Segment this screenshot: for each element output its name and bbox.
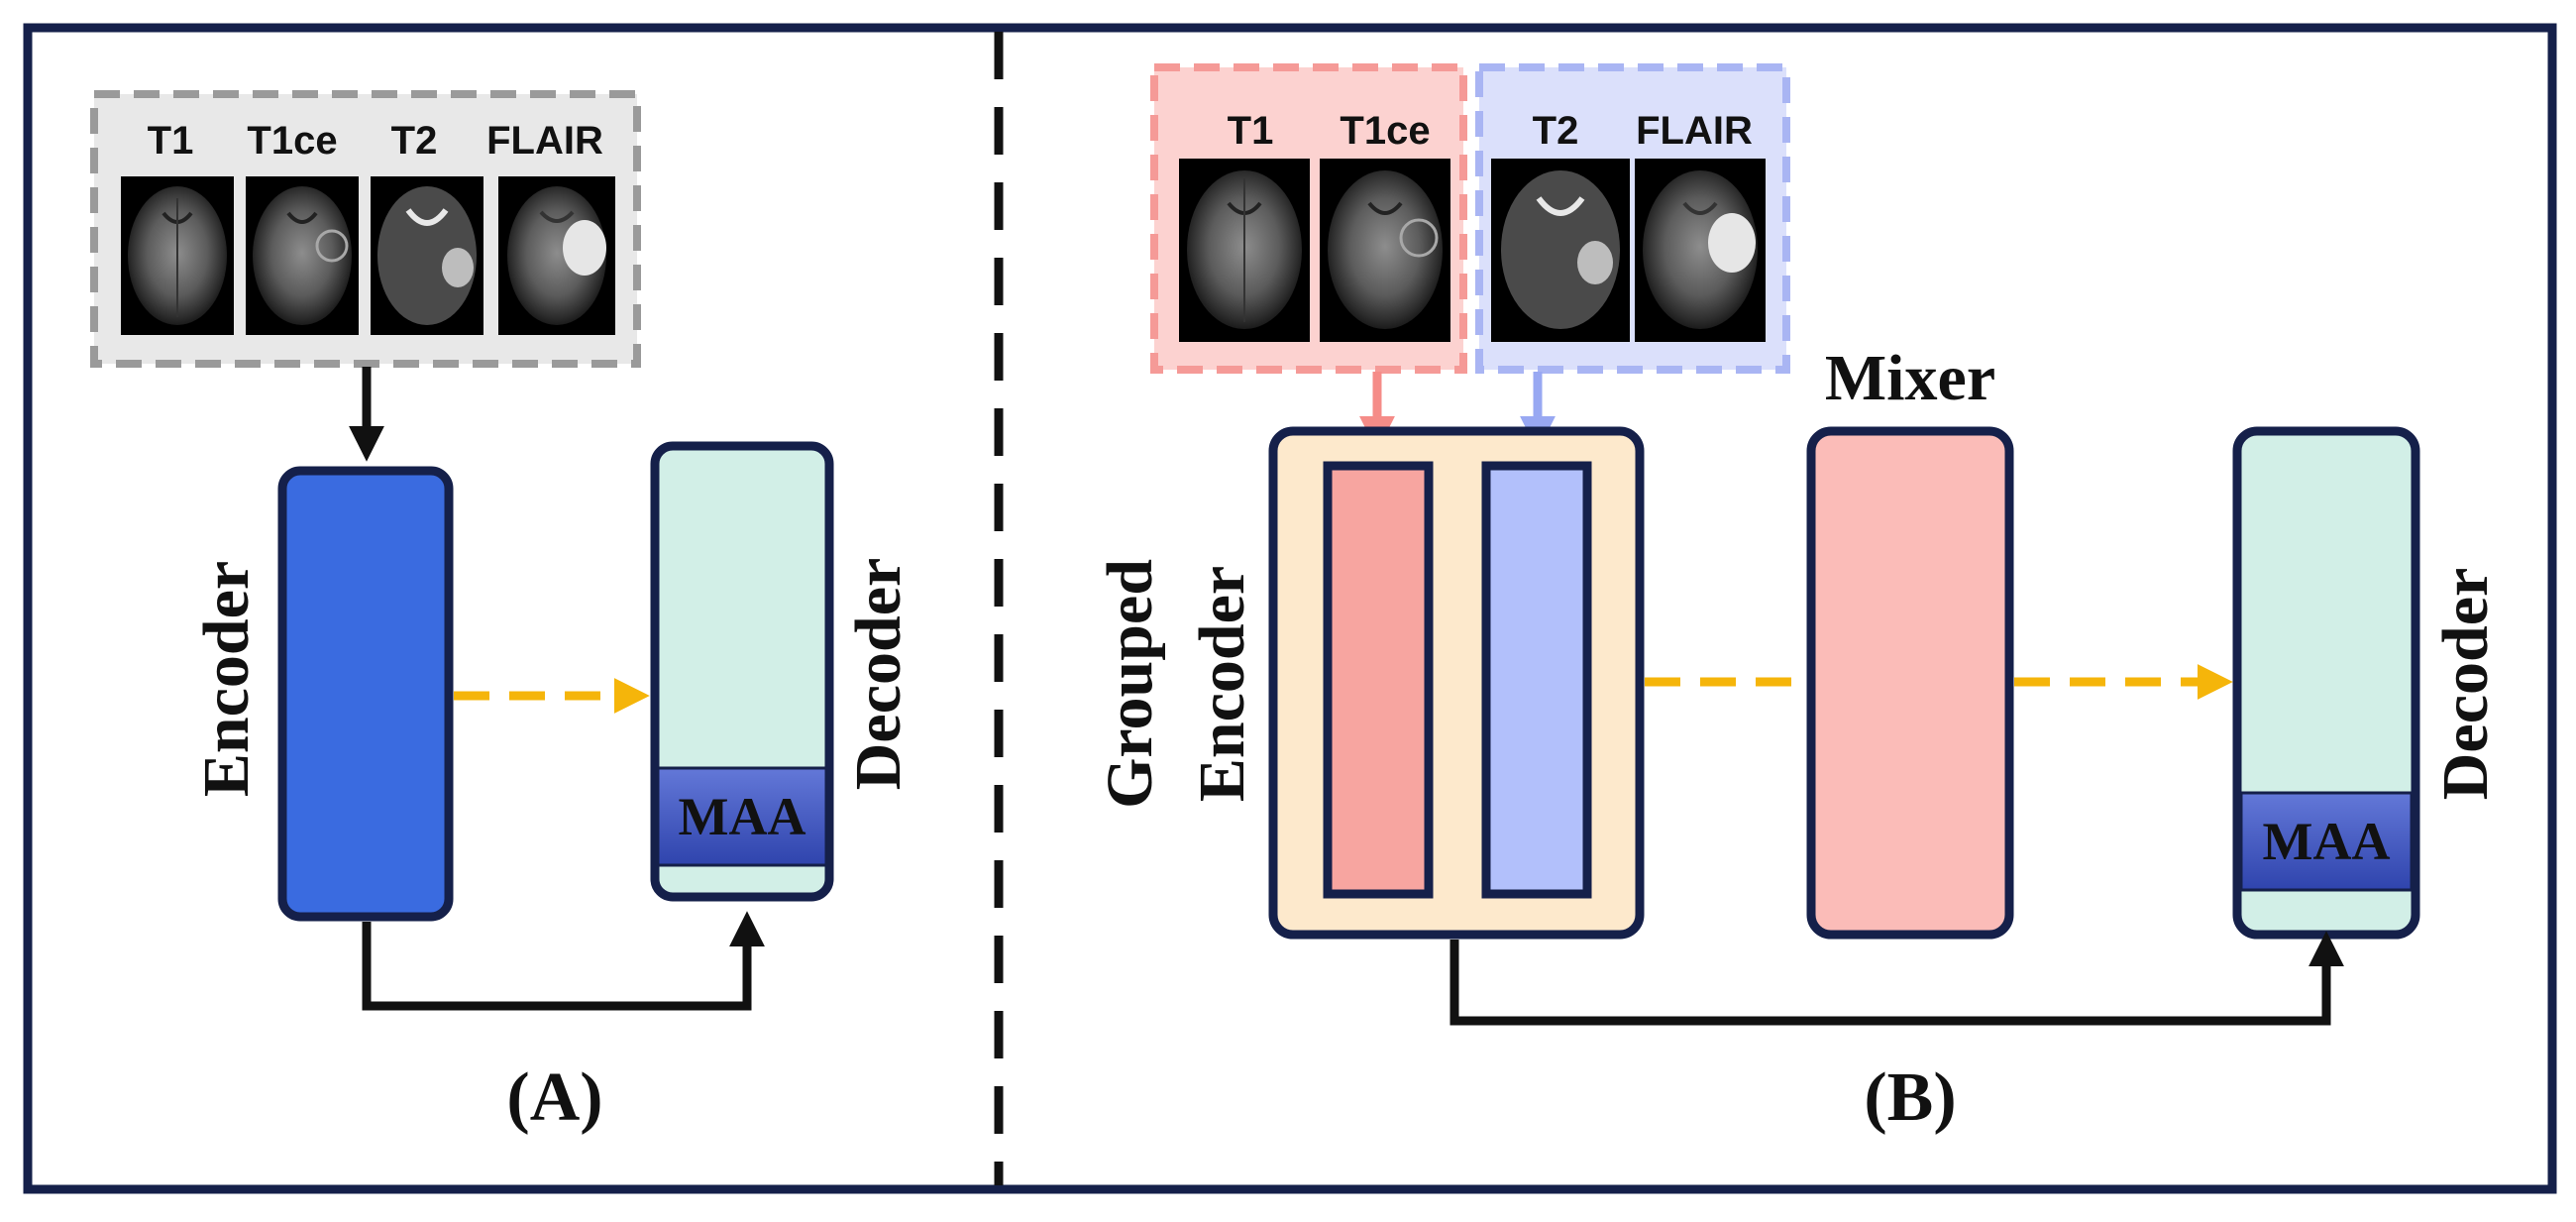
mri-image-t1	[121, 176, 234, 335]
skip-connection-a	[362, 911, 765, 1011]
skip-connection-b	[1449, 931, 2344, 1026]
encoder-block-a	[277, 466, 454, 922]
decoder-label-a: Decoder	[842, 558, 914, 791]
mri-image-t2	[371, 176, 483, 335]
modality-label-b-flair: FLAIR	[1636, 109, 1753, 153]
grouped-encoder-label-line1: Grouped	[1094, 559, 1166, 809]
modality-label-t1: T1	[148, 119, 194, 163]
mri-image-t1ce	[246, 176, 359, 335]
modality-label-t2: T2	[391, 119, 438, 163]
modality-label-t1ce: T1ce	[247, 119, 337, 163]
mixer-block	[1806, 426, 2014, 940]
mri-image-b-t1ce	[1320, 159, 1450, 342]
maa-module-a	[656, 766, 828, 867]
panel-a: T1 T1ce T2 FLAIR	[90, 90, 914, 1136]
maa-module-b	[2239, 791, 2414, 892]
maa-label-b: MAA	[2263, 812, 2391, 871]
grouped-encoder-label-line2: Encoder	[1186, 566, 1258, 802]
modality-label-flair: FLAIR	[486, 119, 603, 163]
mixer-label: Mixer	[1825, 342, 1995, 414]
modality-label-b-t2: T2	[1533, 109, 1579, 153]
panel-caption-b: (B)	[1864, 1059, 1956, 1136]
encoder-label-a: Encoder	[190, 561, 263, 797]
mri-image-b-t1	[1179, 159, 1310, 342]
modality-label-b-t1ce: T1ce	[1340, 109, 1430, 153]
modality-label-b-t1: T1	[1228, 109, 1274, 153]
decoder-label-b: Decoder	[2429, 568, 2502, 801]
mri-image-flair	[498, 176, 615, 335]
mri-image-b-t2	[1491, 159, 1630, 342]
panel-b: T1 T1ce T2 FLAIR	[1094, 63, 2502, 1136]
encoder-branch-red	[1323, 461, 1434, 899]
encoder-branch-blue	[1481, 461, 1592, 899]
panel-caption-a: (A)	[506, 1059, 602, 1136]
maa-label-a: MAA	[679, 787, 806, 846]
mri-image-b-flair	[1635, 159, 1766, 342]
